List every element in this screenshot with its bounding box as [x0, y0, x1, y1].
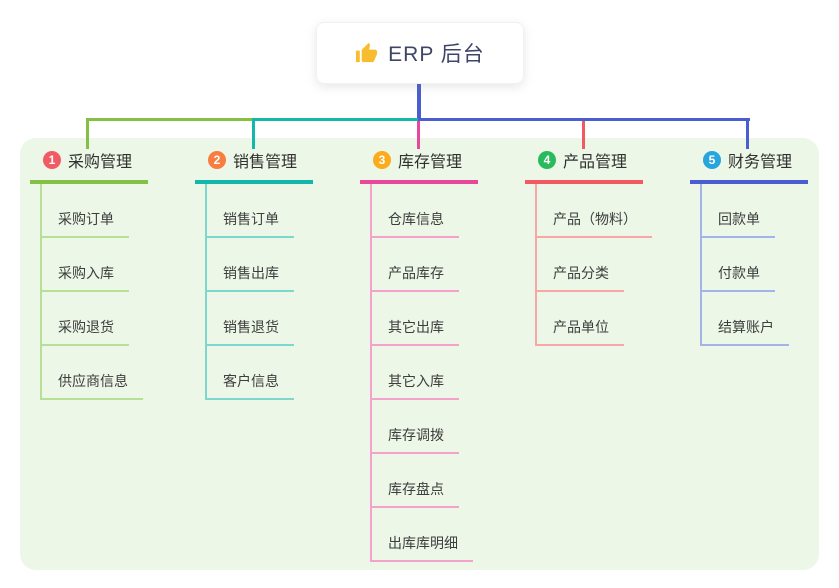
- branch-trunk-line: [535, 184, 537, 346]
- root-node[interactable]: ERP 后台: [316, 22, 524, 84]
- child-node[interactable]: 结算账户: [700, 317, 789, 346]
- branch-drop-line: [746, 118, 749, 149]
- root-connector-line: [417, 81, 421, 118]
- branch-children: 回款单付款单结算账户: [690, 184, 839, 346]
- thumbs-up-icon: [356, 42, 378, 62]
- child-row: 客户信息: [195, 346, 359, 400]
- branch-label: 产品管理: [563, 154, 628, 171]
- top-connector-segment: [418, 118, 750, 121]
- branch-children: 销售订单销售出库销售退货客户信息: [195, 184, 359, 400]
- child-row: 库存调拨: [360, 400, 524, 454]
- child-row: 销售出库: [195, 238, 359, 292]
- branch-trunk-line: [205, 184, 207, 400]
- branch-label: 财务管理: [728, 154, 793, 171]
- child-node[interactable]: 回款单: [700, 209, 775, 238]
- child-row: 回款单: [690, 184, 839, 238]
- branch-node[interactable]: 1 采购管理: [30, 146, 149, 184]
- child-node[interactable]: 销售退货: [205, 317, 294, 346]
- child-node[interactable]: 采购订单: [40, 209, 129, 238]
- branch-label: 销售管理: [233, 154, 298, 171]
- child-row: 销售退货: [195, 292, 359, 346]
- branch-node[interactable]: 5 财务管理: [690, 146, 809, 184]
- top-connector-segment: [252, 118, 418, 121]
- child-node[interactable]: 库存调拨: [370, 425, 459, 454]
- child-row: 出库库明细: [360, 508, 524, 562]
- child-row: 产品分类: [525, 238, 689, 292]
- child-row: 采购订单: [30, 184, 194, 238]
- branch-drop-line: [417, 121, 420, 149]
- branch-3: 3 库存管理仓库信息产品库存其它出库其它入库库存调拨库存盘点出库库明细: [360, 146, 524, 562]
- child-row: 库存盘点: [360, 454, 524, 508]
- child-node[interactable]: 销售出库: [205, 263, 294, 292]
- child-row: 结算账户: [690, 292, 839, 346]
- child-node[interactable]: 产品分类: [535, 263, 624, 292]
- child-node[interactable]: 产品库存: [370, 263, 459, 292]
- branch-children: 采购订单采购入库采购退货供应商信息: [30, 184, 194, 400]
- branch-5: 5 财务管理回款单付款单结算账户: [690, 146, 839, 346]
- branch-children: 产品（物料） 产品分类产品单位: [525, 184, 689, 346]
- branch-node[interactable]: 2 销售管理: [195, 146, 314, 184]
- branch-trunk-line: [40, 184, 42, 400]
- branch-number-badge: 4: [538, 151, 556, 169]
- branch-drop-line: [252, 121, 255, 149]
- child-node[interactable]: 出库库明细: [370, 533, 473, 562]
- branch-children: 仓库信息产品库存其它出库其它入库库存调拨库存盘点出库库明细: [360, 184, 524, 562]
- branch-number-badge: 5: [703, 151, 721, 169]
- child-row: 付款单: [690, 238, 839, 292]
- branch-4: 4 产品管理产品（物料） 产品分类产品单位: [525, 146, 689, 346]
- child-node[interactable]: 采购退货: [40, 317, 129, 346]
- child-row: 其它入库: [360, 346, 524, 400]
- child-node[interactable]: 库存盘点: [370, 479, 459, 508]
- child-node[interactable]: 其它入库: [370, 371, 459, 400]
- child-row: 仓库信息: [360, 184, 524, 238]
- branch-1: 1 采购管理采购订单采购入库采购退货供应商信息: [30, 146, 194, 400]
- child-node[interactable]: 产品单位: [535, 317, 624, 346]
- child-row: 供应商信息: [30, 346, 194, 400]
- child-node[interactable]: 仓库信息: [370, 209, 459, 238]
- branch-node[interactable]: 4 产品管理: [525, 146, 644, 184]
- branches-panel: [20, 138, 819, 570]
- child-node[interactable]: 付款单: [700, 263, 775, 292]
- child-node[interactable]: 销售订单: [205, 209, 294, 238]
- child-row: 产品（物料）: [525, 184, 689, 238]
- branch-trunk-line: [370, 184, 372, 562]
- child-row: 采购入库: [30, 238, 194, 292]
- top-connector-segment: [86, 118, 252, 121]
- child-row: 销售订单: [195, 184, 359, 238]
- child-node[interactable]: 客户信息: [205, 371, 294, 400]
- child-node[interactable]: 产品（物料）: [535, 209, 652, 238]
- child-node[interactable]: 其它出库: [370, 317, 459, 346]
- child-row: 其它出库: [360, 292, 524, 346]
- branch-label: 库存管理: [398, 154, 463, 171]
- branch-number-badge: 1: [43, 151, 61, 169]
- root-node-label: ERP 后台: [388, 43, 485, 66]
- branch-drop-line: [582, 121, 585, 149]
- child-row: 采购退货: [30, 292, 194, 346]
- child-row: 产品单位: [525, 292, 689, 346]
- branch-2: 2 销售管理销售订单销售出库销售退货客户信息: [195, 146, 359, 400]
- branch-number-badge: 2: [208, 151, 226, 169]
- branch-number-badge: 3: [373, 151, 391, 169]
- branch-node[interactable]: 3 库存管理: [360, 146, 479, 184]
- branch-label: 采购管理: [68, 154, 133, 171]
- child-node[interactable]: 采购入库: [40, 263, 129, 292]
- branch-trunk-line: [700, 184, 702, 346]
- child-row: 产品库存: [360, 238, 524, 292]
- branch-drop-line: [86, 118, 89, 149]
- child-node[interactable]: 供应商信息: [40, 371, 143, 400]
